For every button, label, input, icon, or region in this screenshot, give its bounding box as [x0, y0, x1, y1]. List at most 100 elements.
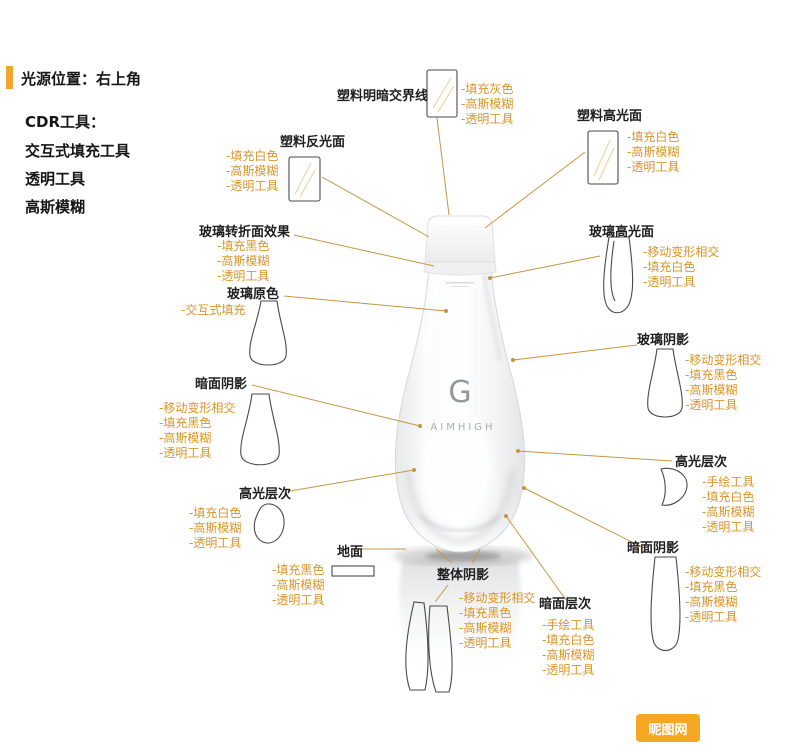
sketch-glass-highlight-inner — [610, 240, 616, 302]
callout-item: -手绘工具 — [702, 475, 755, 489]
callout-anchor-dots — [412, 276, 526, 518]
sketch-boundary-rect — [426, 69, 458, 118]
callout-item: -填充黑色 — [159, 416, 212, 430]
callout-item: -填充白色 — [189, 506, 242, 520]
callout-item: -透明工具 — [159, 446, 212, 460]
callout-item: -移动变形相交 — [459, 591, 536, 605]
bottle-reflection — [393, 547, 533, 686]
sketch-reflection-rect — [288, 156, 321, 202]
callout-title-dark-layers: 暗面层次 — [539, 597, 592, 612]
callout-items: -交互式填充 — [181, 303, 245, 318]
sketch-faint-marks — [294, 77, 615, 198]
sketch-highlight-rect — [587, 130, 619, 185]
callout-title-highlight-layers-right: 高光层次 — [675, 455, 728, 470]
callout-title-ground: 地面 — [337, 545, 364, 560]
callout-items: -移动变形相交 -填充白色 -透明工具 — [643, 245, 719, 290]
sketch-highlight-left — [253, 503, 285, 544]
sketch-overall-shadow-2 — [428, 605, 453, 693]
callout-items: -移动变形相交 -填充黑色 -高斯模糊 -透明工具 — [459, 591, 535, 651]
callout-title-dark-shadow-right: 暗面阴影 — [627, 541, 680, 556]
callout-items: -手绘工具 -填充白色 -高斯模糊 -透明工具 — [542, 618, 594, 678]
callout-item: -移动变形相交 — [643, 245, 720, 259]
cdr-tool-item: 透明工具 — [25, 170, 86, 188]
callout-item: -透明工具 — [702, 520, 755, 534]
callout-item: -透明工具 — [189, 536, 242, 550]
callout-item: -透明工具 — [217, 269, 270, 283]
callout-items: -移动变形相交 -填充黑色 -高斯模糊 -透明工具 — [685, 565, 761, 625]
callout-item: -移动变形相交 — [685, 565, 762, 579]
callout-item: -高斯模糊 — [685, 383, 738, 397]
callout-item: -高斯模糊 — [702, 505, 755, 519]
sketch-glass-highlight — [603, 236, 634, 314]
callout-item: -高斯模糊 — [542, 648, 595, 662]
sketch-overall-shadow-1 — [405, 601, 429, 691]
callout-title-glass-shadow: 玻璃阴影 — [637, 333, 690, 348]
callout-item: -高斯模糊 — [217, 254, 270, 268]
callout-title-plastic-highlight: 塑料高光面 — [577, 109, 643, 124]
bottle-logo-letter: G — [448, 375, 471, 410]
callout-item: -高斯模糊 — [685, 595, 738, 609]
callout-item: -高斯模糊 — [189, 521, 242, 535]
callout-item: -高斯模糊 — [459, 621, 512, 635]
callout-title-plastic-reflection: 塑料反光面 — [280, 135, 346, 150]
callout-item: -透明工具 — [272, 593, 325, 607]
callout-item: -填充黑色 — [685, 368, 738, 382]
sketch-glass-base — [249, 300, 287, 366]
callout-item: -填充黑色 — [217, 239, 270, 253]
sketch-highlight-right — [660, 467, 688, 506]
callout-item: -透明工具 — [627, 160, 680, 174]
callout-item: -填充黑色 — [459, 606, 512, 620]
watermark-badge: 昵图网 — [636, 714, 700, 742]
callout-item: -透明工具 — [226, 179, 279, 193]
bottle-cap — [424, 215, 496, 263]
callout-items: -填充白色 -高斯模糊 -透明工具 — [627, 130, 679, 175]
callout-items: -移动变形相交 -填充黑色 -高斯模糊 -透明工具 — [685, 353, 761, 413]
callout-item: -透明工具 — [643, 275, 696, 289]
callout-item: -透明工具 — [685, 610, 738, 624]
light-source-label: 光源位置：右上角 — [21, 70, 142, 88]
callout-item: -透明工具 — [685, 398, 738, 412]
sketch-dark-shadow-right — [650, 556, 681, 652]
callout-items: -填充白色 -高斯模糊 -透明工具 — [189, 506, 241, 551]
callout-items: -填充黑色 -高斯模糊 -透明工具 — [272, 563, 324, 608]
callout-item: -填充白色 — [702, 490, 755, 504]
sketch-glass-shadow — [647, 348, 683, 418]
callout-title-plastic-shade-boundary: 塑料明暗交界线 — [337, 89, 429, 104]
callout-item: -填充黑色 — [685, 580, 738, 594]
sketch-dark-shadow-left — [240, 393, 280, 466]
callout-items: -填充灰色 -高斯模糊 -透明工具 — [461, 82, 513, 127]
callout-item: -高斯模糊 — [627, 145, 680, 159]
bottle-collar — [423, 261, 497, 276]
callout-item: -透明工具 — [542, 663, 595, 677]
callout-item: -高斯模糊 — [226, 164, 279, 178]
callout-item: -手绘工具 — [542, 618, 595, 632]
callout-title-glass-base-color: 玻璃原色 — [227, 287, 280, 302]
callout-item: -填充白色 — [627, 130, 680, 144]
callout-item: -高斯模糊 — [272, 578, 325, 592]
callout-item: -透明工具 — [461, 112, 514, 126]
callout-item: -高斯模糊 — [461, 97, 514, 111]
callout-items: -手绘工具 -填充白色 -高斯模糊 -透明工具 — [702, 475, 754, 535]
callout-title-overall-shadow: 整体阴影 — [437, 568, 490, 583]
callout-item: -交互式填充 — [181, 303, 246, 317]
callout-items: -填充白色 -高斯模糊 -透明工具 — [226, 149, 278, 194]
shape-sketches — [240, 69, 688, 693]
callout-item: -填充白色 — [542, 633, 595, 647]
callout-item: -填充灰色 — [461, 82, 514, 96]
callout-item: -填充白色 — [643, 260, 696, 274]
callout-title-glass-highlight: 玻璃高光面 — [589, 225, 655, 240]
bottle-brand-text: AIMHIGH — [430, 422, 495, 433]
callout-lines — [251, 117, 673, 603]
callout-title-glass-fold: 玻璃转折面效果 — [199, 225, 291, 240]
cdr-tool-item: 高斯模糊 — [25, 198, 86, 216]
callout-item: -填充黑色 — [272, 563, 325, 577]
callout-item: -移动变形相交 — [685, 353, 762, 367]
callout-title-dark-shadow-left: 暗面阴影 — [195, 377, 248, 392]
cdr-tools-title: CDR工具： — [25, 113, 106, 131]
callout-item: -高斯模糊 — [159, 431, 212, 445]
light-source-accent-bar — [6, 66, 13, 89]
callout-item: -填充白色 — [226, 149, 279, 163]
callout-items: -移动变形相交 -填充黑色 -高斯模糊 -透明工具 — [159, 401, 235, 461]
